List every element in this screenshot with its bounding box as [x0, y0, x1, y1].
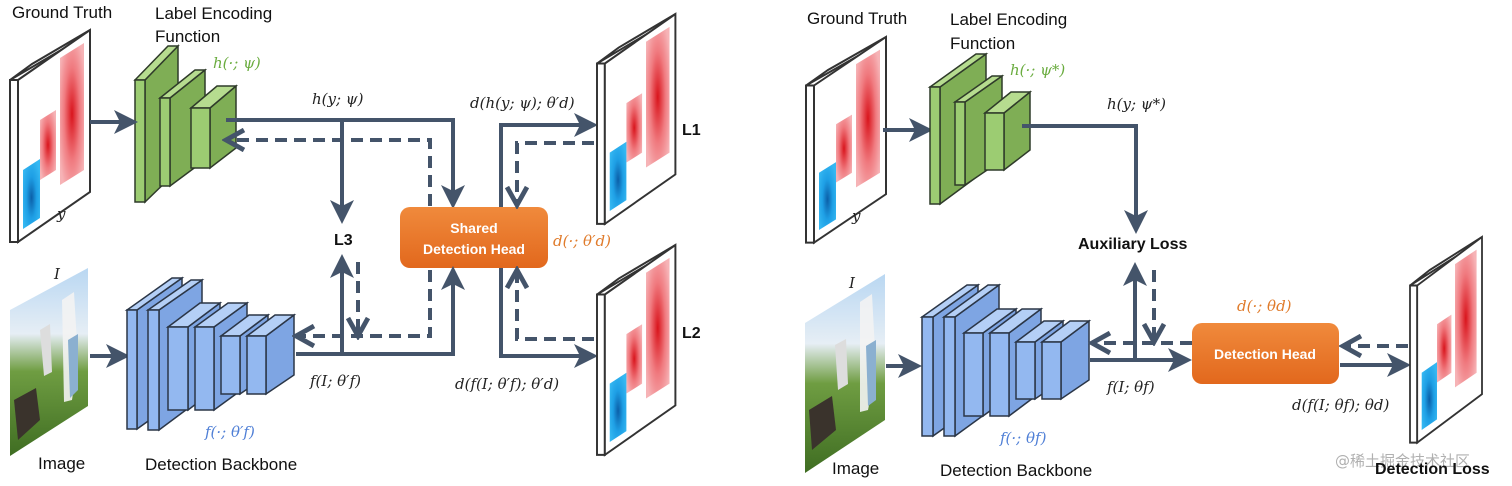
- ground-truth-label: Ground Truth: [12, 3, 112, 22]
- l2-heatmap: [596, 244, 677, 456]
- label-encoding-label-right: Label Encoding: [950, 10, 1067, 29]
- label-encoding-label-line2: Function: [155, 27, 220, 46]
- l2-gradient-arrow: [517, 272, 594, 341]
- head-label-line2: Detection Head: [423, 241, 525, 257]
- input-image: [10, 268, 88, 456]
- encoder-fn: h(·; ψ): [213, 54, 261, 72]
- l1-heatmap: [596, 13, 677, 225]
- gt-variable: y: [56, 205, 66, 223]
- encoded-to-head-arrow: [226, 118, 465, 209]
- left-panel: Ground Truth y Label Encoding Function h…: [9, 3, 701, 474]
- backbone-gradient-arrow: [298, 270, 432, 336]
- label-encoding-label: Label Encoding: [155, 4, 272, 23]
- shared-detection-head: Shared Detection Head: [400, 207, 548, 268]
- head-output-from-label: d(h(y; ψ); θ′d): [470, 94, 575, 112]
- input-image-right: [805, 274, 885, 473]
- auxiliary-loss: Auxiliary Loss: [1078, 236, 1187, 253]
- l1-gradient-arrow: [517, 141, 594, 203]
- image-variable-right: I: [848, 274, 856, 292]
- backbone-fn: f(·; θ′f): [204, 423, 255, 441]
- ground-truth-label-right: Ground Truth: [807, 9, 907, 28]
- features-to-head-arrow: [296, 266, 465, 356]
- right-panel: Ground Truth y Label Encoding Function h…: [805, 9, 1490, 480]
- backbone-output-label: f(I; θ′f): [309, 372, 361, 390]
- head-to-l1-arrow: [499, 113, 598, 207]
- encoded-to-aux-loss-arrow: [1022, 124, 1148, 234]
- loss-l2: L2: [682, 325, 701, 342]
- loss-l3: L3: [334, 232, 353, 249]
- head-fn: d(·; θ′d): [553, 232, 611, 250]
- backbone-label: Detection Backbone: [145, 455, 297, 474]
- watermark: @稀土掘金技术社区: [1335, 452, 1470, 470]
- head-to-l2-arrow: [499, 268, 598, 368]
- head-output-right: d(f(I; θf); θd): [1292, 396, 1389, 414]
- encoder-fn-right: h(·; ψ*): [1010, 61, 1065, 79]
- detection-loss: Detection Loss: [1375, 461, 1490, 478]
- encoded-output-label-right: h(y; ψ*): [1107, 95, 1166, 113]
- backbone-label-right: Detection Backbone: [940, 461, 1092, 480]
- head-output-from-image: d(f(I; θ′f); θ′d): [455, 375, 559, 393]
- gt-variable-right: y: [851, 207, 861, 225]
- image-label: Image: [38, 454, 85, 473]
- detection-head-label: Detection Head: [1214, 346, 1316, 362]
- head-fn-right: d(·; θd): [1237, 297, 1292, 315]
- backbone-output-label-right: f(I; θf): [1106, 378, 1155, 396]
- encoder-gradient-arrow: [228, 140, 432, 206]
- detection-head: Detection Head: [1192, 323, 1339, 384]
- image-label-right: Image: [832, 459, 879, 478]
- label-encoding-network: [133, 44, 239, 204]
- detection-backbone-network: [124, 276, 297, 432]
- label-encoding-label-right-line2: Function: [950, 34, 1015, 53]
- detection-backbone-network-right: [919, 283, 1092, 438]
- image-variable: I: [53, 265, 61, 283]
- ground-truth-heatmap-right: [805, 36, 887, 244]
- encoded-output-label: h(y; ψ): [312, 90, 364, 108]
- backbone-fn-right: f(·; θf): [999, 429, 1047, 447]
- label-encoding-network-right: [927, 52, 1033, 206]
- loss-l1: L1: [682, 122, 701, 139]
- head-label-line1: Shared: [450, 220, 497, 236]
- ground-truth-heatmap: [9, 29, 91, 243]
- detection-output-heatmap: [1409, 236, 1483, 444]
